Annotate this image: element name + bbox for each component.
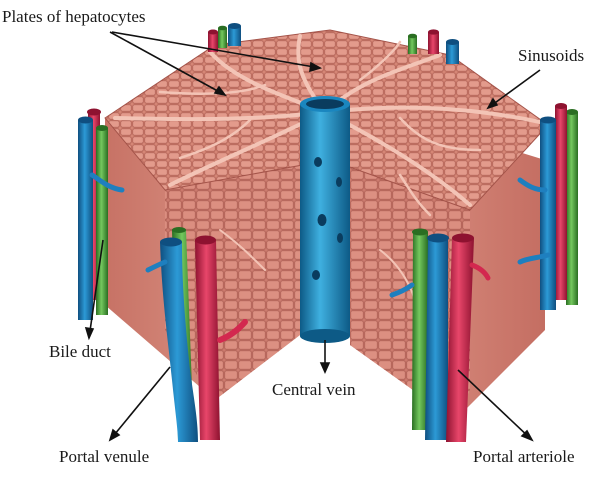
label-portal-venule: Portal venule (59, 448, 149, 465)
label-sinusoids: Sinusoids (518, 47, 584, 64)
label-plates-of-hepatocytes: Plates of hepatocytes (2, 8, 146, 25)
label-portal-arteriole: Portal arteriole (473, 448, 575, 465)
central-vein (300, 96, 350, 343)
label-bile-duct: Bile duct (49, 343, 111, 360)
label-central-vein: Central vein (272, 381, 356, 398)
